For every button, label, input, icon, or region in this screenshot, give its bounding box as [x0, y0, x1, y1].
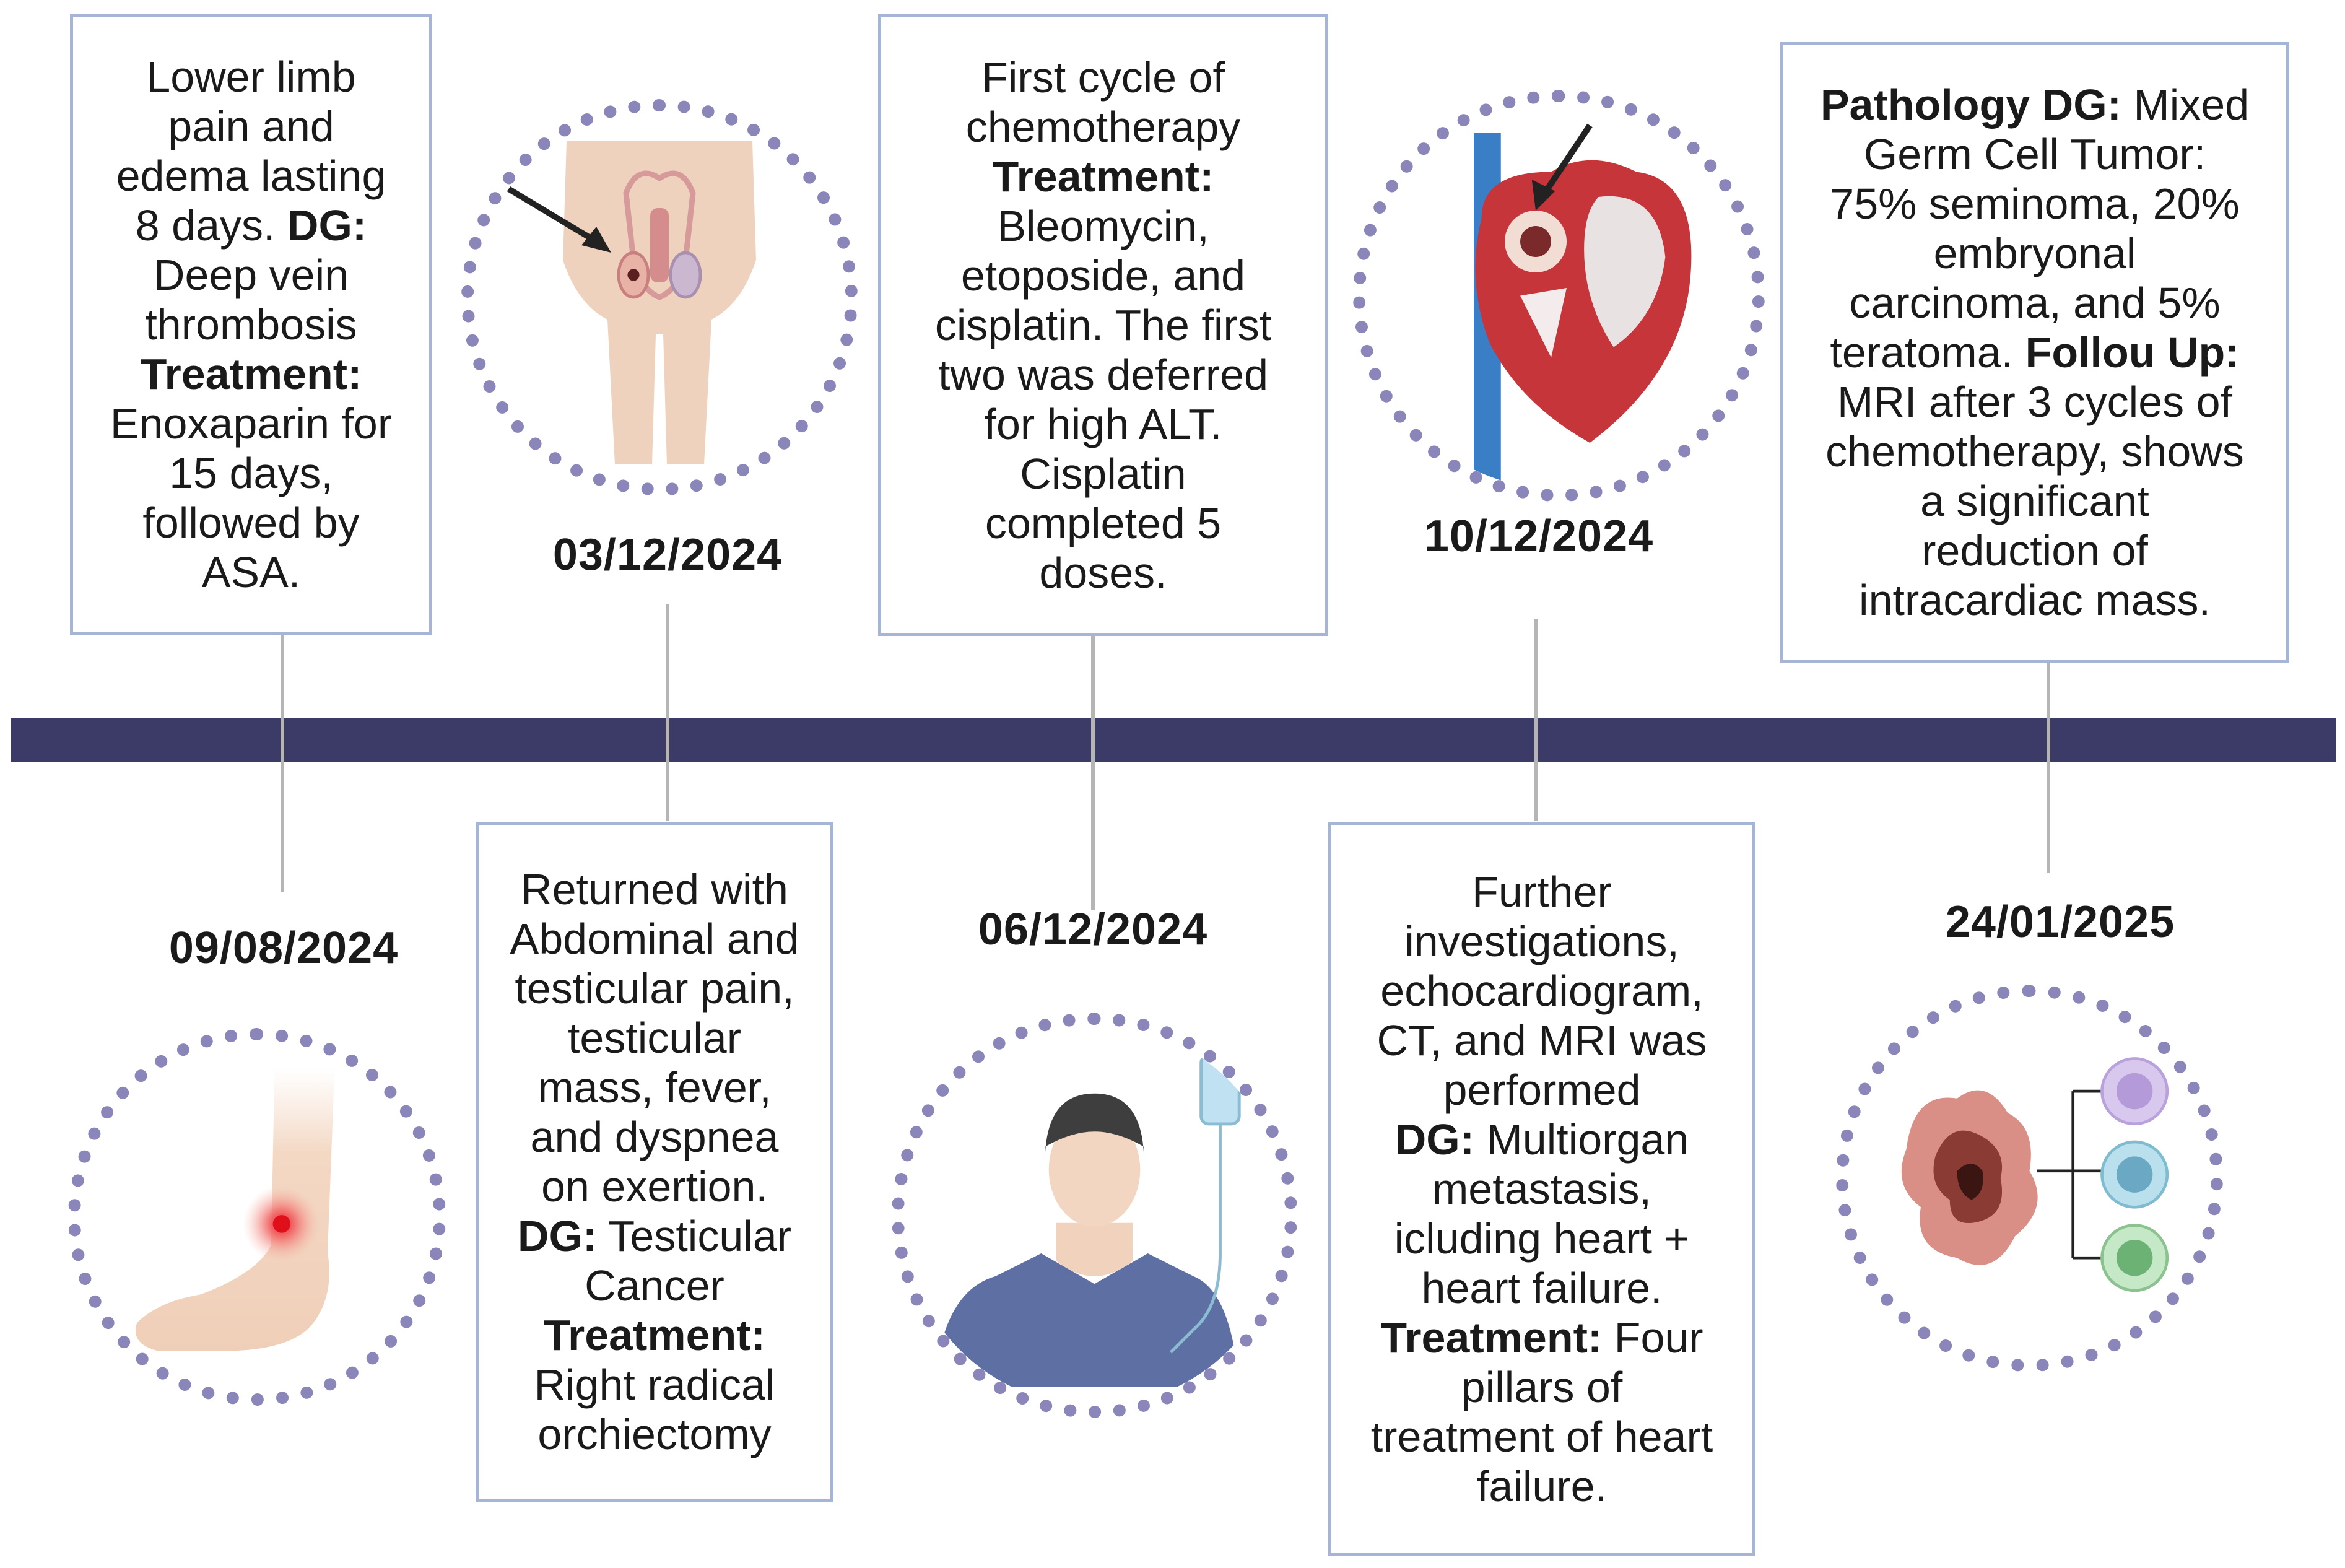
connector-line-3: [1091, 632, 1095, 910]
label-bold: Treatment:: [1380, 1313, 1603, 1362]
text-run: Returned with Abdominal and testicular p…: [510, 865, 799, 1211]
label-bold: DG:: [287, 201, 367, 250]
text-run: First cycle of chemotherapy: [965, 53, 1241, 151]
text-run: Mixed Germ Cell Tumor: 75% seminoma, 20%…: [1830, 81, 2250, 377]
timeline-bar: [11, 718, 2336, 762]
event-date-1: 09/08/2024: [168, 923, 399, 973]
label-bold: Treatment:: [544, 1311, 765, 1359]
event-box-2: Returned with Abdominal and testicular p…: [476, 822, 833, 1502]
text-run: Bleomycin, etoposide, and cisplatin. The…: [934, 201, 1272, 597]
connector-line-1: [281, 632, 284, 892]
event-box-1: Lower limb pain and edema lasting 8 days…: [70, 14, 432, 635]
label-bold: Treatment:: [140, 349, 362, 398]
text-run: Testicular Cancer: [585, 1212, 792, 1310]
text-run: Multiorgan metastasis, icluding heart + …: [1394, 1115, 1690, 1312]
text-run: MRI after 3 cycles of chemotherapy, show…: [1825, 378, 2244, 624]
event-date-2: 03/12/2024: [552, 530, 783, 580]
text-run: Further investigations, echocardiogram, …: [1377, 867, 1707, 1114]
label-bold: DG:: [1394, 1115, 1474, 1164]
connector-line-5: [2047, 663, 2050, 873]
text-run: Deep vein thrombosis: [145, 250, 357, 349]
leg-ankle-pain-icon: [68, 1028, 446, 1406]
event-box-5: Pathology DG: Mixed Germ Cell Tumor: 75%…: [1780, 42, 2289, 663]
text-run: Lower limb pain and edema lasting 8 days…: [116, 52, 386, 250]
connector-line-4: [1534, 619, 1538, 821]
event-date-4: 10/12/2024: [1424, 512, 1654, 561]
label-bold: Pathology DG:: [1820, 81, 2121, 129]
text-run: Enoxaparin for 15 days, followed by ASA.: [110, 399, 393, 596]
text-run: Four pillars of treatment of heart failu…: [1370, 1313, 1713, 1510]
event-text-5: Pathology DG: Mixed Germ Cell Tumor: 75%…: [1821, 80, 2249, 625]
testicular-anatomy-icon: [461, 99, 858, 495]
tumor-cells-icon: [1836, 985, 2223, 1372]
event-text-2: Returned with Abdominal and testicular p…: [510, 865, 799, 1459]
event-date-3: 06/12/2024: [978, 905, 1208, 954]
chemotherapy-patient-icon: [892, 1013, 1297, 1418]
heart-mass-icon: [1353, 90, 1765, 502]
label-bold: Treatment:: [992, 152, 1214, 201]
event-text-3: First cycle of chemotherapy Treatment: B…: [935, 53, 1271, 598]
label-bold: DG:: [517, 1212, 598, 1260]
text-run: Right radical orchiectomy: [534, 1361, 775, 1458]
event-text-4: Further investigations, echocardiogram, …: [1371, 867, 1713, 1511]
event-text-1: Lower limb pain and edema lasting 8 days…: [110, 52, 392, 597]
event-box-3: First cycle of chemotherapy Treatment: B…: [878, 14, 1328, 636]
connector-line-2: [666, 604, 669, 821]
label-bold: Follou Up:: [2025, 328, 2240, 377]
event-box-4: Further investigations, echocardiogram, …: [1328, 822, 1755, 1556]
event-date-5: 24/01/2025: [1945, 897, 2175, 947]
